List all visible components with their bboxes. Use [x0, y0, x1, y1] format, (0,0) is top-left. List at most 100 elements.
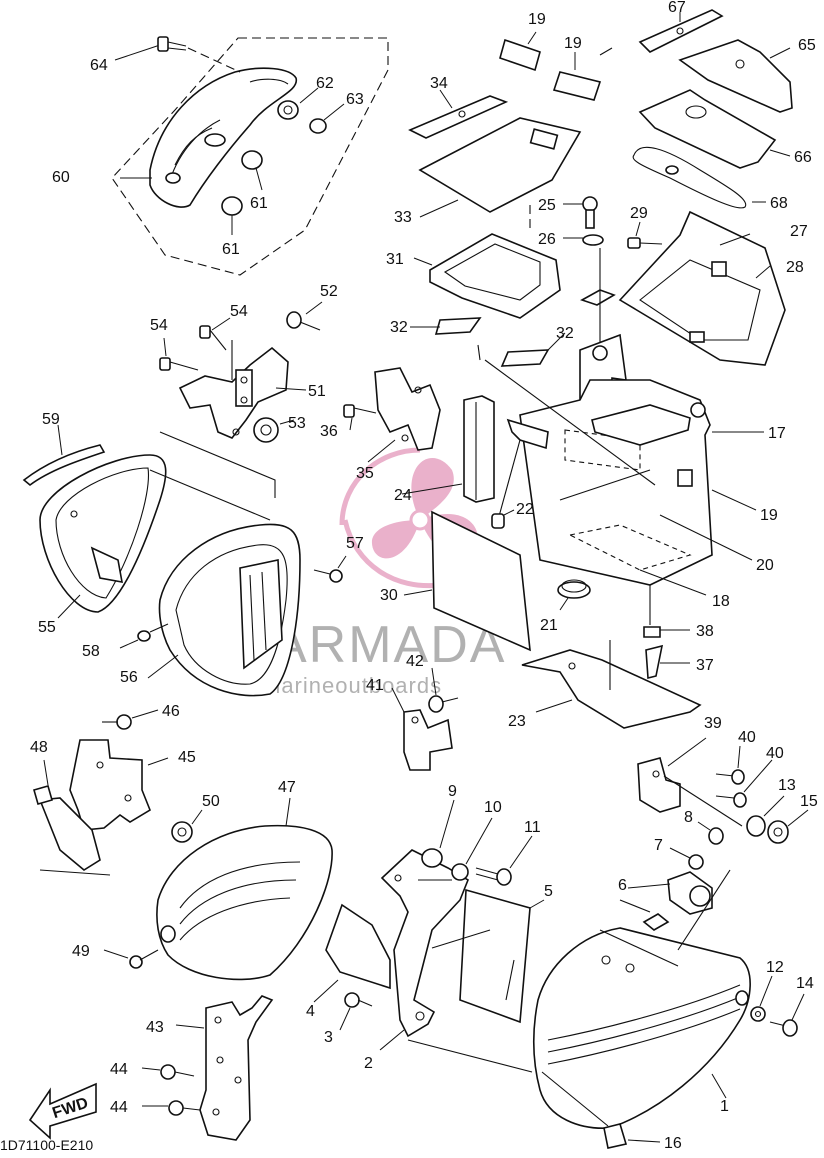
collar-10-icon: [451, 817, 493, 881]
callout-59: 59: [42, 411, 60, 428]
group-cover-60: [111, 36, 389, 276]
callout-51: 51: [308, 383, 326, 400]
callout-46: 46: [162, 703, 180, 720]
callout-61-a: 61: [250, 195, 268, 212]
callout-1: 1: [720, 1098, 729, 1115]
callout-16: 16: [664, 1135, 682, 1152]
grommet-62-icon: [277, 87, 319, 120]
screw-44a-icon: [141, 1064, 195, 1080]
callout-68: 68: [770, 195, 788, 212]
screw-49-icon: [103, 949, 159, 969]
callout-19-c: 19: [760, 507, 778, 524]
watermark-brand: ARMADA: [272, 616, 506, 674]
callout-53: 53: [288, 415, 306, 432]
callout-48: 48: [30, 739, 48, 756]
bolt-25-icon: [563, 196, 598, 229]
callout-36: 36: [320, 423, 338, 440]
callout-labels: 1 2 3 4 5 6 7 8 9 10 11 12 13 14 15 16 1…: [30, 0, 818, 1152]
grommet-53-icon: [253, 417, 295, 443]
grommet-15-icon: [767, 809, 809, 844]
callout-42: 42: [406, 653, 424, 670]
callout-2: 2: [364, 1055, 373, 1072]
group-bracket-51: [159, 301, 323, 498]
callout-31: 31: [386, 251, 404, 268]
group-bracket-41: [391, 667, 459, 771]
lock-6-icon: [619, 871, 713, 931]
screw-3-icon: [339, 992, 373, 1031]
screw-54b-icon: [159, 337, 199, 371]
callout-39: 39: [704, 715, 722, 732]
callout-43: 43: [146, 1019, 164, 1036]
screw-29-icon: [627, 221, 663, 249]
collar-13-icon: [746, 795, 785, 837]
washer-12-icon: [750, 975, 773, 1022]
callout-8: 8: [684, 809, 693, 826]
bolt-14-icon: [769, 993, 805, 1037]
screw-64-icon: [157, 36, 241, 73]
grommet-9-icon: [421, 799, 455, 868]
callout-26: 26: [538, 231, 556, 248]
drawing-code: 1D71100-E210: [0, 1137, 93, 1153]
screw-58-icon: [119, 623, 169, 649]
callout-24: 24: [394, 487, 412, 504]
clip-16-icon: [603, 1123, 661, 1149]
callout-52: 52: [320, 283, 338, 300]
callout-54-b: 54: [150, 317, 168, 334]
callout-56: 56: [120, 669, 138, 686]
callout-14: 14: [796, 975, 814, 992]
bolt-40b-icon: [715, 759, 773, 808]
callout-40-b: 40: [766, 745, 784, 762]
screw-36-icon: [343, 404, 377, 431]
callout-65: 65: [798, 37, 816, 54]
group-battery-cover: [408, 31, 613, 367]
callout-19-b: 19: [564, 35, 582, 52]
callout-17: 17: [768, 425, 786, 442]
callout-28: 28: [786, 259, 804, 276]
callout-11: 11: [524, 819, 541, 836]
callout-5: 5: [544, 883, 553, 900]
group-lower-right-cover: [532, 737, 809, 1149]
callout-32-a: 32: [390, 319, 408, 336]
callout-10: 10: [484, 799, 502, 816]
grommet-50-icon: [171, 809, 203, 843]
callout-67: 67: [668, 0, 686, 16]
callout-13: 13: [778, 777, 796, 794]
callout-37: 37: [696, 657, 714, 674]
callout-55: 55: [38, 619, 56, 636]
screw-54a-icon: [199, 317, 231, 351]
callout-12: 12: [766, 959, 784, 976]
washer-7-icon: [669, 847, 704, 870]
callout-33: 33: [394, 209, 412, 226]
callout-18: 18: [712, 593, 730, 610]
callout-25: 25: [538, 197, 556, 214]
callout-34: 34: [430, 75, 448, 92]
screw-57-icon: [313, 555, 347, 583]
callout-41: 41: [366, 677, 384, 694]
callout-45: 45: [178, 749, 196, 766]
screw-46-icon: [102, 709, 159, 730]
group-center-brackets: [343, 359, 702, 729]
callout-63: 63: [346, 91, 364, 108]
callout-61-b: 61: [222, 241, 240, 258]
callout-60: 60: [52, 169, 70, 186]
callout-29: 29: [630, 205, 648, 222]
clip-22-icon: [491, 509, 515, 529]
bracket-39-icon: [637, 737, 707, 813]
collar-63-icon: [309, 103, 345, 134]
armada-watermark: ARMADA marineoutboards: [262, 447, 506, 698]
callout-21: 21: [540, 617, 558, 634]
callout-4: 4: [306, 1003, 315, 1020]
callout-66: 66: [794, 149, 812, 166]
callout-38: 38: [696, 623, 714, 640]
grommet-21-icon: [557, 579, 591, 611]
screw-52-icon: [286, 301, 323, 331]
callout-44-b: 44: [110, 1099, 128, 1116]
callout-22: 22: [516, 501, 534, 518]
washer-26-icon: [563, 234, 604, 246]
callout-19-a: 19: [528, 11, 546, 28]
callout-49: 49: [72, 943, 90, 960]
group-battery-box: [477, 196, 786, 625]
group-bracket-43: [141, 995, 274, 1141]
